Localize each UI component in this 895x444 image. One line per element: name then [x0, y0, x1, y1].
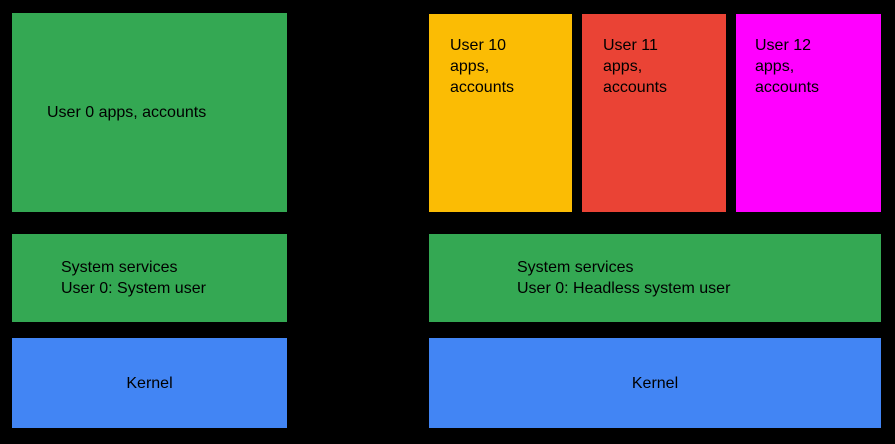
right-system-services-line2: User 0: Headless system user	[517, 280, 731, 297]
user12-apps-line1: User 12	[755, 37, 812, 54]
user11-apps-box: User 11 apps, accounts	[582, 14, 726, 212]
user12-apps-line2: apps,	[755, 58, 795, 75]
right-kernel-box: Kernel	[429, 338, 881, 428]
left-system-services-box: System services User 0: System user	[12, 234, 287, 322]
user11-apps-line1: User 11	[603, 37, 658, 54]
left-system-services-line1: System services	[61, 259, 178, 276]
left-kernel-box: Kernel	[12, 338, 287, 428]
right-kernel-label: Kernel	[631, 374, 679, 392]
user10-apps-line2: apps,	[450, 58, 490, 75]
right-system-services-line1: System services	[517, 259, 634, 276]
user10-apps-box: User 10 apps, accounts	[429, 14, 572, 212]
user0-apps-box: User 0 apps, accounts	[12, 13, 287, 212]
user0-apps-label: User 0 apps, accounts	[47, 104, 207, 121]
user10-apps-line3: accounts	[450, 79, 515, 96]
user11-apps-line3: accounts	[603, 79, 668, 96]
user10-apps-line1: User 10	[450, 37, 507, 54]
right-system-services-box: System services User 0: Headless system …	[429, 234, 881, 322]
user11-apps-line2: apps,	[603, 58, 643, 75]
user12-apps-line3: accounts	[755, 79, 820, 96]
left-kernel-label: Kernel	[126, 374, 173, 392]
left-system-services-line2: User 0: System user	[61, 280, 206, 297]
user12-apps-box: User 12 apps, accounts	[736, 14, 881, 212]
